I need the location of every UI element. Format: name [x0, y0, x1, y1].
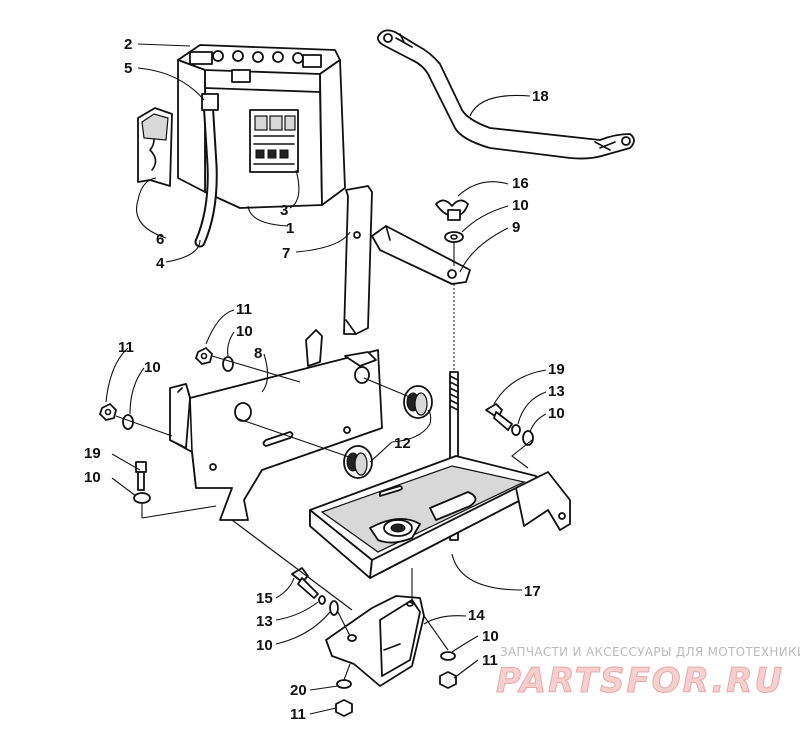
callout-label: 9 [512, 219, 520, 236]
callout-label: 6 [156, 231, 164, 248]
mounting-bracket [169, 329, 383, 521]
callout-label: 1 [286, 220, 294, 237]
watermark: ЗАПЧАСТИ И АКСЕССУАРЫ ДЛЯ МОТОТЕХНИКИ PA… [496, 645, 800, 702]
callout-label: 3 [280, 202, 288, 219]
hose-fitting [201, 93, 219, 111]
callout-label: 19 [84, 445, 101, 462]
hold-down-strap [343, 185, 373, 335]
lock-washer [511, 424, 521, 436]
battery-tray [309, 455, 571, 579]
wing-nut [435, 199, 469, 221]
callout-label: 17 [524, 583, 541, 600]
callout-label: 18 [532, 88, 549, 105]
battery-terminal-positive [302, 54, 322, 68]
callout-label: 11 [236, 301, 252, 318]
lock-washer [318, 595, 326, 605]
rubber-grommet-upper [403, 385, 433, 419]
callout-label: 2 [124, 36, 132, 53]
washer [440, 651, 456, 661]
callout-label: 13 [548, 383, 565, 400]
callout-label: 7 [282, 245, 290, 262]
callout-label: 10 [512, 197, 529, 214]
battery-terminal-negative [231, 69, 251, 83]
washer [329, 600, 339, 616]
callout-label: 11 [482, 652, 498, 669]
callout-label: 10 [256, 637, 273, 654]
hex-nut [99, 403, 117, 421]
battery-cable [376, 29, 635, 160]
bolt [291, 567, 319, 599]
leader-lines [105, 43, 547, 715]
callout-label: 15 [256, 590, 273, 607]
callout-label: 5 [124, 60, 132, 77]
callout-label: 8 [254, 345, 262, 362]
callout-label: 10 [84, 469, 101, 486]
watermark-tagline: ЗАПЧАСТИ И АКСЕССУАРЫ ДЛЯ МОТОТЕХНИКИ [500, 645, 800, 659]
hex-nut [195, 347, 213, 365]
callout-label: 19 [548, 361, 565, 378]
callout-label: 20 [290, 682, 307, 699]
washer [133, 492, 151, 504]
callout-label: 14 [468, 607, 485, 624]
washer [222, 356, 234, 372]
callout-label: 11 [118, 339, 134, 356]
callout-label: 4 [156, 255, 165, 272]
battery-pad [137, 107, 173, 187]
bolt [485, 403, 513, 431]
lower-bracket [325, 595, 425, 687]
callout-label: 11 [290, 706, 306, 723]
callout-label: 10 [236, 323, 253, 340]
watermark-logo: PARTSFOR.RU [496, 661, 784, 701]
hold-down-bracket [371, 225, 471, 285]
bolt [135, 461, 147, 491]
callout-label: 10 [548, 405, 565, 422]
callout-label: 10 [144, 359, 161, 376]
battery-label [249, 109, 299, 173]
assembly-centerlines [115, 242, 533, 681]
washer [336, 679, 352, 689]
vent-hose [194, 93, 219, 248]
hex-nut [335, 699, 353, 717]
callout-label: 16 [512, 175, 529, 192]
callout-label: 10 [482, 628, 499, 645]
battery [177, 44, 346, 209]
hex-nut [439, 671, 457, 689]
callout-label: 12 [394, 435, 411, 452]
callout-numbers: 2 5 18 3 1 6 4 7 16 10 9 11 10 8 11 10 1… [84, 36, 565, 723]
vent-cap [189, 51, 213, 65]
washer [444, 231, 464, 243]
callout-label: 13 [256, 613, 273, 630]
battery-cell-caps [212, 50, 304, 64]
rubber-grommet-lower [343, 445, 373, 479]
